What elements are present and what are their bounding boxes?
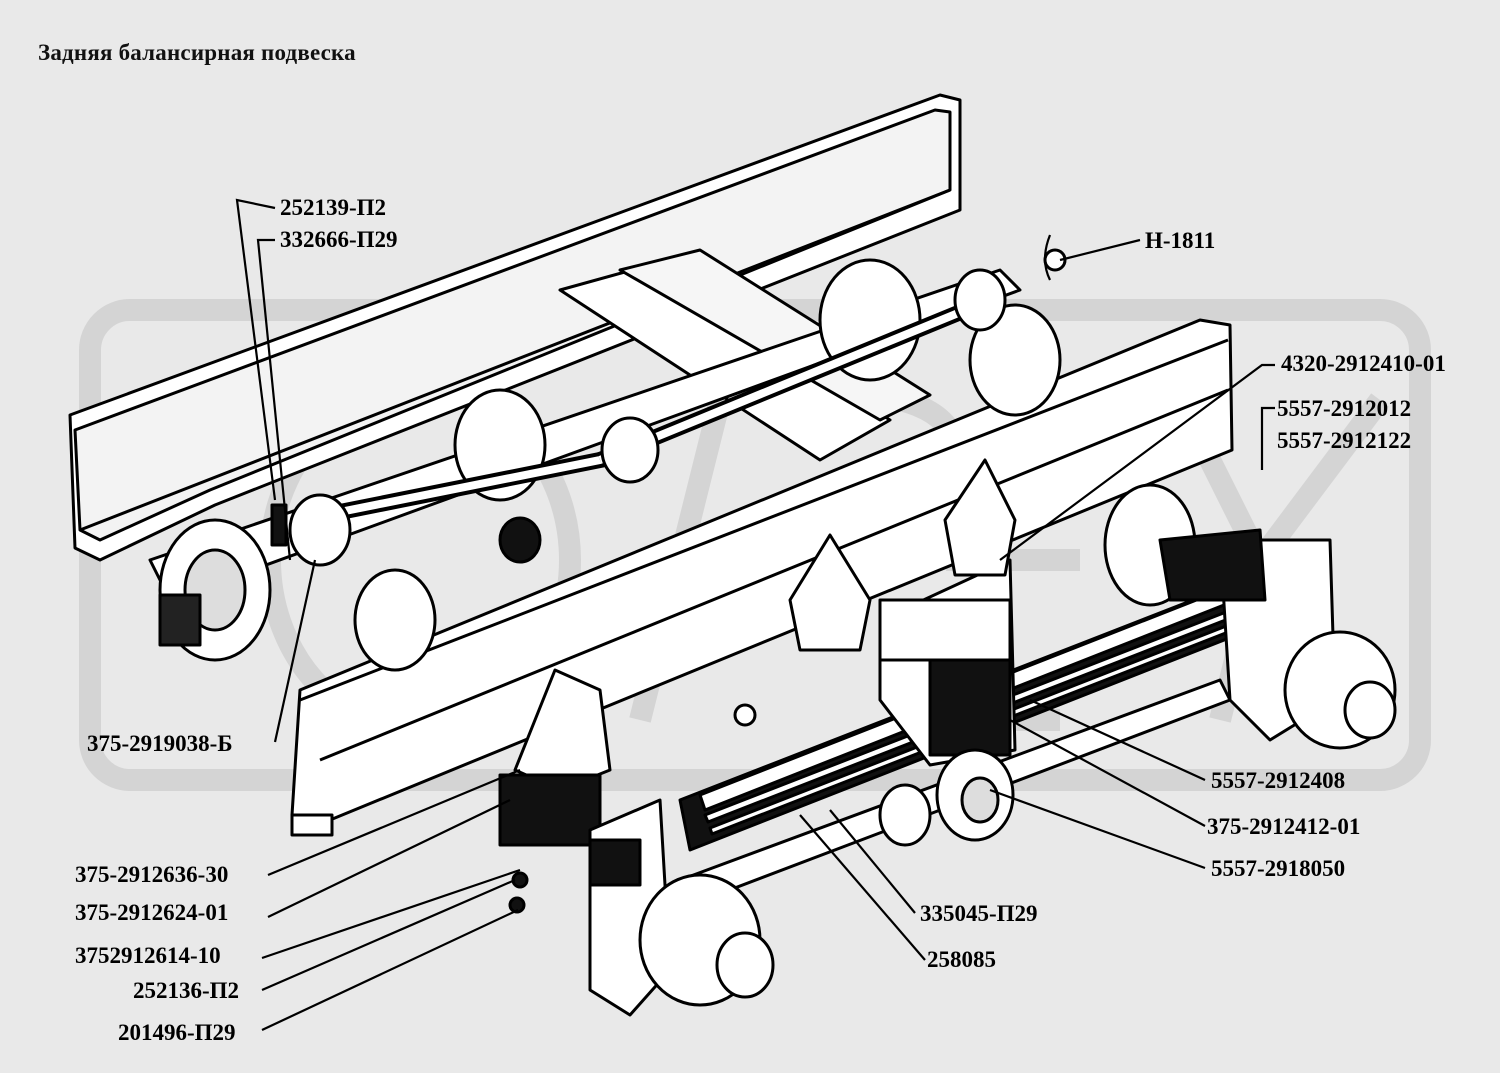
diagram-title: Задняя балансирная подвеска xyxy=(38,40,356,65)
callout-4320-2912410-01: 4320-2912410-01 xyxy=(1281,351,1446,376)
callout-5557-2912408: 5557-2912408 xyxy=(1211,768,1346,793)
callout-335045-p29: 335045-П29 xyxy=(920,901,1038,926)
callout-3752912614-10: 3752912614-10 xyxy=(75,943,221,968)
callout-201496-p29: 201496-П29 xyxy=(118,1020,236,1045)
callout-375-2919038-b: 375-2919038-Б xyxy=(87,731,233,756)
callout-332666-p29: 332666-П29 xyxy=(280,227,398,252)
callout-375-2912636-30: 375-2912636-30 xyxy=(75,862,229,887)
frame-drawing xyxy=(68,93,1397,1017)
callout-252139-p2: 252139-П2 xyxy=(280,195,387,220)
callout-n-1811: Н-1811 xyxy=(1145,228,1216,253)
callout-5557-2918050: 5557-2918050 xyxy=(1211,856,1346,881)
leader-lines xyxy=(235,198,1275,1031)
callout-5557-2912012: 5557-2912012 xyxy=(1277,396,1412,421)
callout-5557-2912122: 5557-2912122 xyxy=(1277,428,1412,453)
callout-252136-p2: 252136-П2 xyxy=(133,978,240,1003)
callout-375-2912412-01: 375-2912412-01 xyxy=(1207,814,1361,839)
callout-258085: 258085 xyxy=(927,947,996,972)
callout-375-2912624-01: 375-2912624-01 xyxy=(75,900,229,925)
